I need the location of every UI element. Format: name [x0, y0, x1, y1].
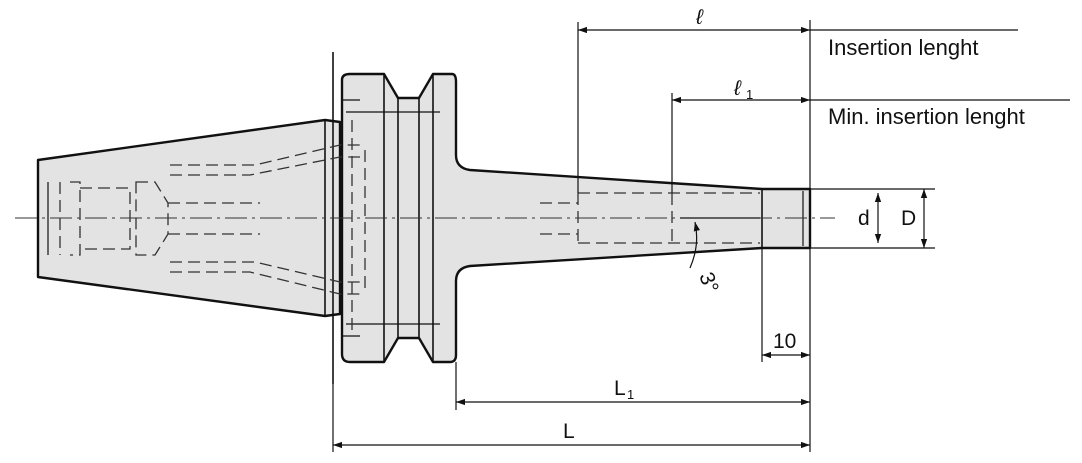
taper-angle-label: 3°: [694, 269, 722, 296]
total-length-label: L: [563, 420, 575, 443]
shank-length-symbol: L: [614, 377, 626, 400]
outer-diameter-label: D: [901, 207, 916, 230]
insertion-length-note: Insertion lenght: [828, 35, 978, 60]
inner-diameter-label: d: [858, 207, 870, 230]
extension-lines: [332, 20, 1070, 452]
min-insertion-note: Min. insertion lenght: [828, 104, 1025, 129]
taper-shank: [36, 118, 342, 318]
dimension-lines: [333, 26, 928, 449]
taper-angle-arc: [689, 221, 700, 269]
min-insertion-subscript: 1: [746, 87, 753, 102]
hidden-features: [59, 120, 760, 330]
insertion-length-symbol: ℓ: [695, 6, 704, 29]
shank-length-subscript: 1: [627, 387, 634, 402]
tip-length-label: 10: [773, 330, 796, 353]
min-insertion-symbol: ℓ: [733, 77, 742, 100]
